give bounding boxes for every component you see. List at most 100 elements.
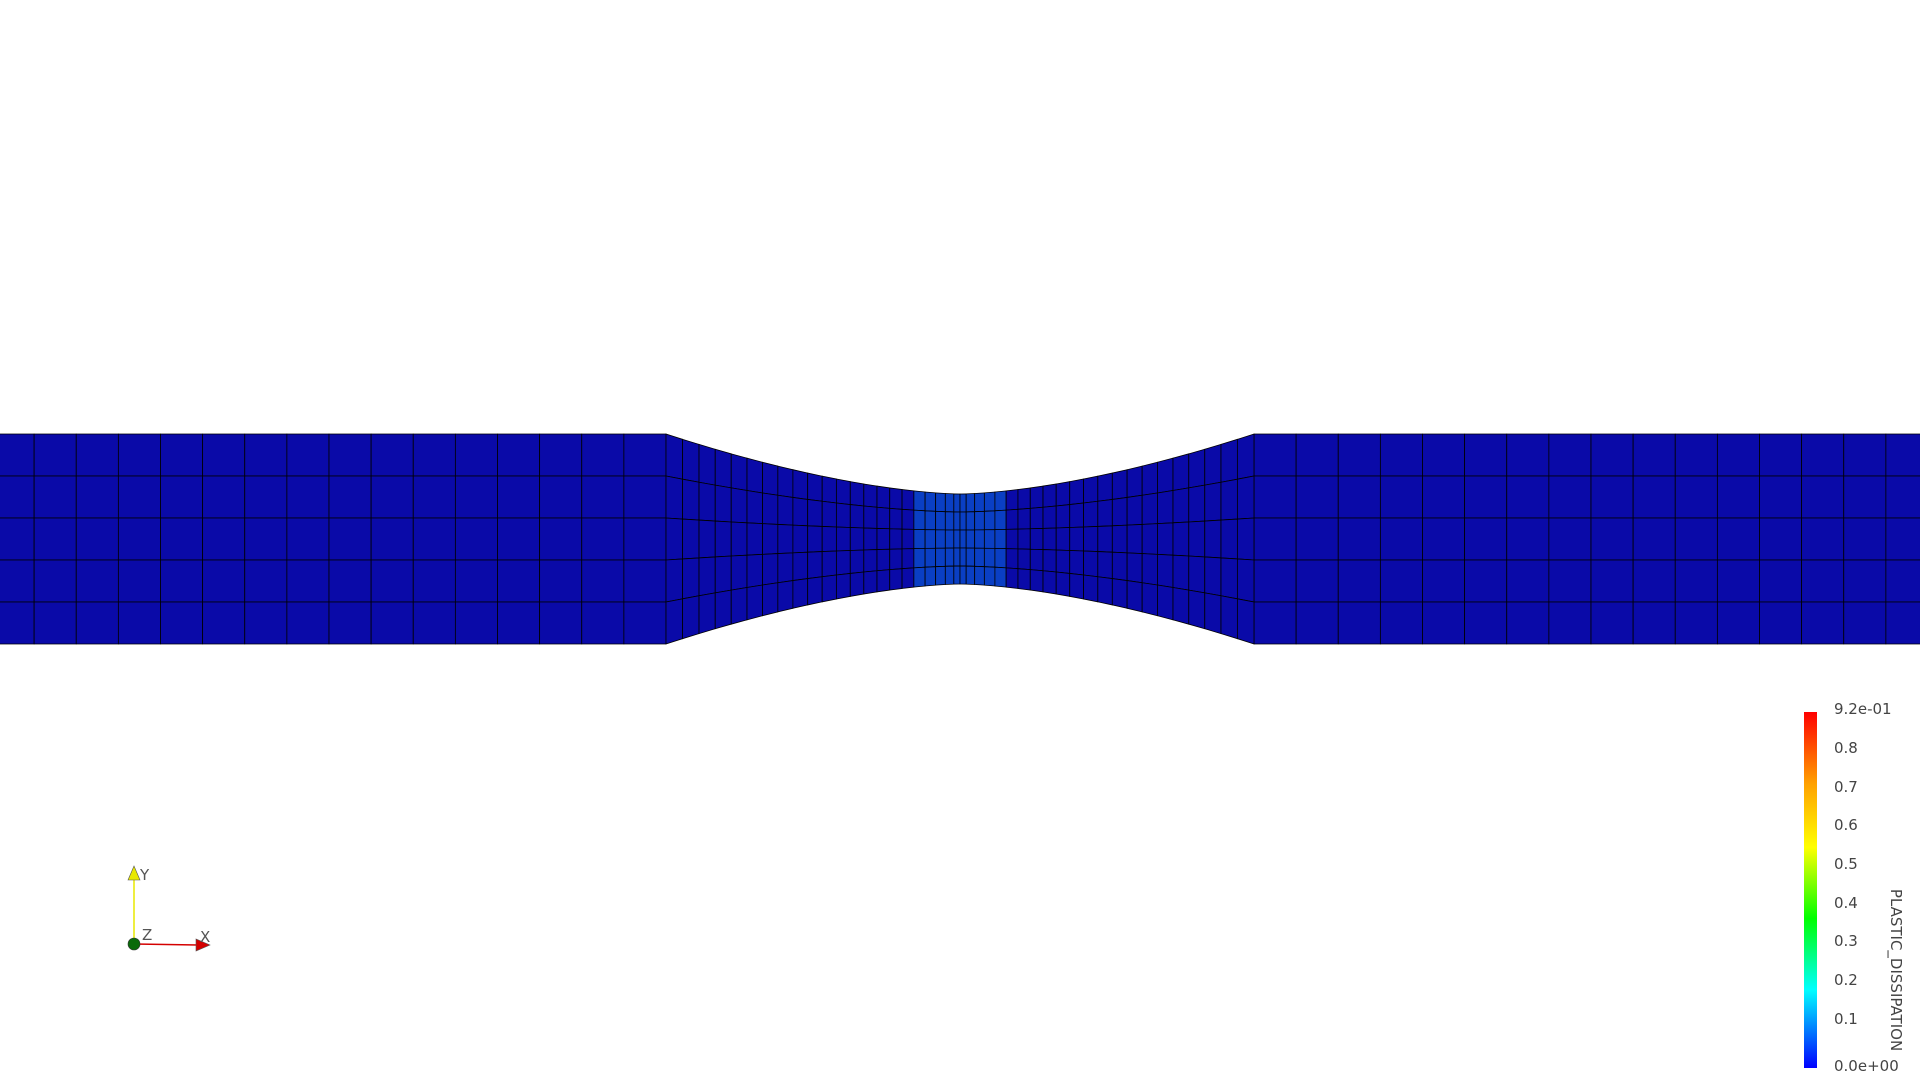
mesh-element bbox=[1674, 559, 1718, 603]
mesh-element bbox=[944, 511, 955, 531]
mesh-element bbox=[244, 559, 288, 603]
mesh-element bbox=[682, 518, 700, 560]
mesh-element bbox=[75, 601, 119, 645]
mesh-element bbox=[746, 457, 763, 494]
mesh-element bbox=[730, 487, 748, 524]
mesh-element bbox=[202, 433, 246, 477]
mesh-element bbox=[983, 491, 996, 512]
mesh-element bbox=[0, 559, 35, 603]
mesh-element bbox=[876, 506, 891, 530]
mesh-element bbox=[412, 433, 456, 477]
mesh-element bbox=[698, 592, 716, 635]
color-legend: 9.2e-01 0.8 0.7 0.6 0.5 0.4 0.3 0.2 0.1 … bbox=[1800, 700, 1910, 1080]
mesh-element bbox=[959, 529, 967, 549]
mesh-element bbox=[1801, 517, 1845, 561]
mesh-element bbox=[117, 475, 161, 519]
mesh-element bbox=[1295, 433, 1339, 477]
mesh-element bbox=[924, 547, 937, 568]
mesh-element bbox=[1843, 475, 1887, 519]
mesh-element bbox=[160, 601, 204, 645]
mesh-element bbox=[983, 566, 996, 587]
mesh-element bbox=[454, 475, 498, 519]
mesh-element bbox=[1083, 574, 1099, 603]
mesh-element bbox=[1674, 433, 1718, 477]
mesh-element bbox=[1042, 505, 1057, 529]
mesh-element bbox=[1236, 558, 1255, 603]
mesh-element bbox=[1674, 517, 1718, 561]
x-axis-arrow-icon bbox=[195, 938, 211, 952]
mesh-element bbox=[974, 547, 985, 568]
mesh-element bbox=[1204, 443, 1222, 486]
colorbar-tick-0.2: 0.2 bbox=[1834, 971, 1858, 989]
mesh-element bbox=[1017, 568, 1031, 591]
mesh-element bbox=[698, 481, 716, 522]
mesh-element bbox=[746, 522, 763, 556]
mesh-element bbox=[1069, 478, 1085, 506]
mesh-element bbox=[286, 517, 330, 561]
mesh-element bbox=[863, 549, 878, 573]
mesh-element bbox=[1220, 438, 1238, 483]
mesh-element bbox=[974, 529, 985, 549]
mesh-element bbox=[1590, 517, 1634, 561]
x-axis-label: X bbox=[200, 928, 210, 946]
mesh-element bbox=[1083, 526, 1099, 552]
mesh-element bbox=[849, 527, 865, 551]
mesh-element bbox=[1097, 576, 1113, 606]
mesh-element bbox=[863, 505, 878, 529]
mesh-element bbox=[1157, 522, 1174, 556]
mesh-element bbox=[244, 517, 288, 561]
mesh-element bbox=[924, 510, 937, 531]
mesh-element bbox=[1253, 475, 1297, 519]
mesh-element bbox=[1141, 461, 1158, 496]
mesh-element bbox=[1337, 601, 1381, 645]
z-axis-dot-icon bbox=[127, 937, 141, 951]
mesh-element bbox=[244, 475, 288, 519]
mesh-element bbox=[75, 433, 119, 477]
mesh-element bbox=[1422, 559, 1466, 603]
mesh-element bbox=[1126, 580, 1143, 613]
mesh-element bbox=[1885, 601, 1920, 645]
mesh-element bbox=[1141, 553, 1158, 586]
mesh-element bbox=[835, 572, 851, 600]
mesh-element bbox=[994, 566, 1007, 588]
mesh-element bbox=[682, 557, 700, 600]
mesh-element bbox=[730, 554, 748, 591]
mesh-element bbox=[849, 481, 865, 507]
mesh-element bbox=[454, 517, 498, 561]
mesh-element bbox=[1716, 601, 1760, 645]
mesh-element bbox=[370, 517, 414, 561]
mesh-element bbox=[889, 528, 903, 550]
mesh-element bbox=[0, 517, 35, 561]
mesh-element bbox=[983, 547, 996, 568]
mesh-element bbox=[835, 502, 851, 528]
mesh-element bbox=[1843, 559, 1887, 603]
mesh-element bbox=[1422, 475, 1466, 519]
mesh-element bbox=[1097, 525, 1113, 553]
mesh-element bbox=[863, 483, 878, 508]
mesh-element bbox=[913, 547, 926, 569]
mesh-element bbox=[863, 527, 878, 551]
mesh-element bbox=[1337, 517, 1381, 561]
mesh-element bbox=[1759, 517, 1803, 561]
mesh-element bbox=[1069, 550, 1085, 576]
mesh-element bbox=[244, 433, 288, 477]
mesh-element bbox=[1253, 601, 1297, 645]
mesh-element bbox=[994, 509, 1007, 531]
mesh-element bbox=[1220, 518, 1238, 560]
mesh-element bbox=[1295, 601, 1339, 645]
mesh-element bbox=[1548, 433, 1592, 477]
colorbar-max-label: 9.2e-01 bbox=[1834, 700, 1892, 718]
mesh-element bbox=[959, 493, 967, 513]
mesh-element bbox=[1759, 559, 1803, 603]
mesh-element bbox=[983, 510, 996, 531]
orientation-axes: Y X Z bbox=[127, 865, 211, 952]
mesh-element bbox=[286, 559, 330, 603]
mesh-element bbox=[581, 601, 625, 645]
mesh-element bbox=[1337, 475, 1381, 519]
mesh-element bbox=[901, 548, 915, 570]
mesh-element bbox=[1590, 559, 1634, 603]
mesh-element bbox=[1017, 507, 1031, 530]
mesh-element bbox=[412, 475, 456, 519]
mesh-element bbox=[160, 559, 204, 603]
